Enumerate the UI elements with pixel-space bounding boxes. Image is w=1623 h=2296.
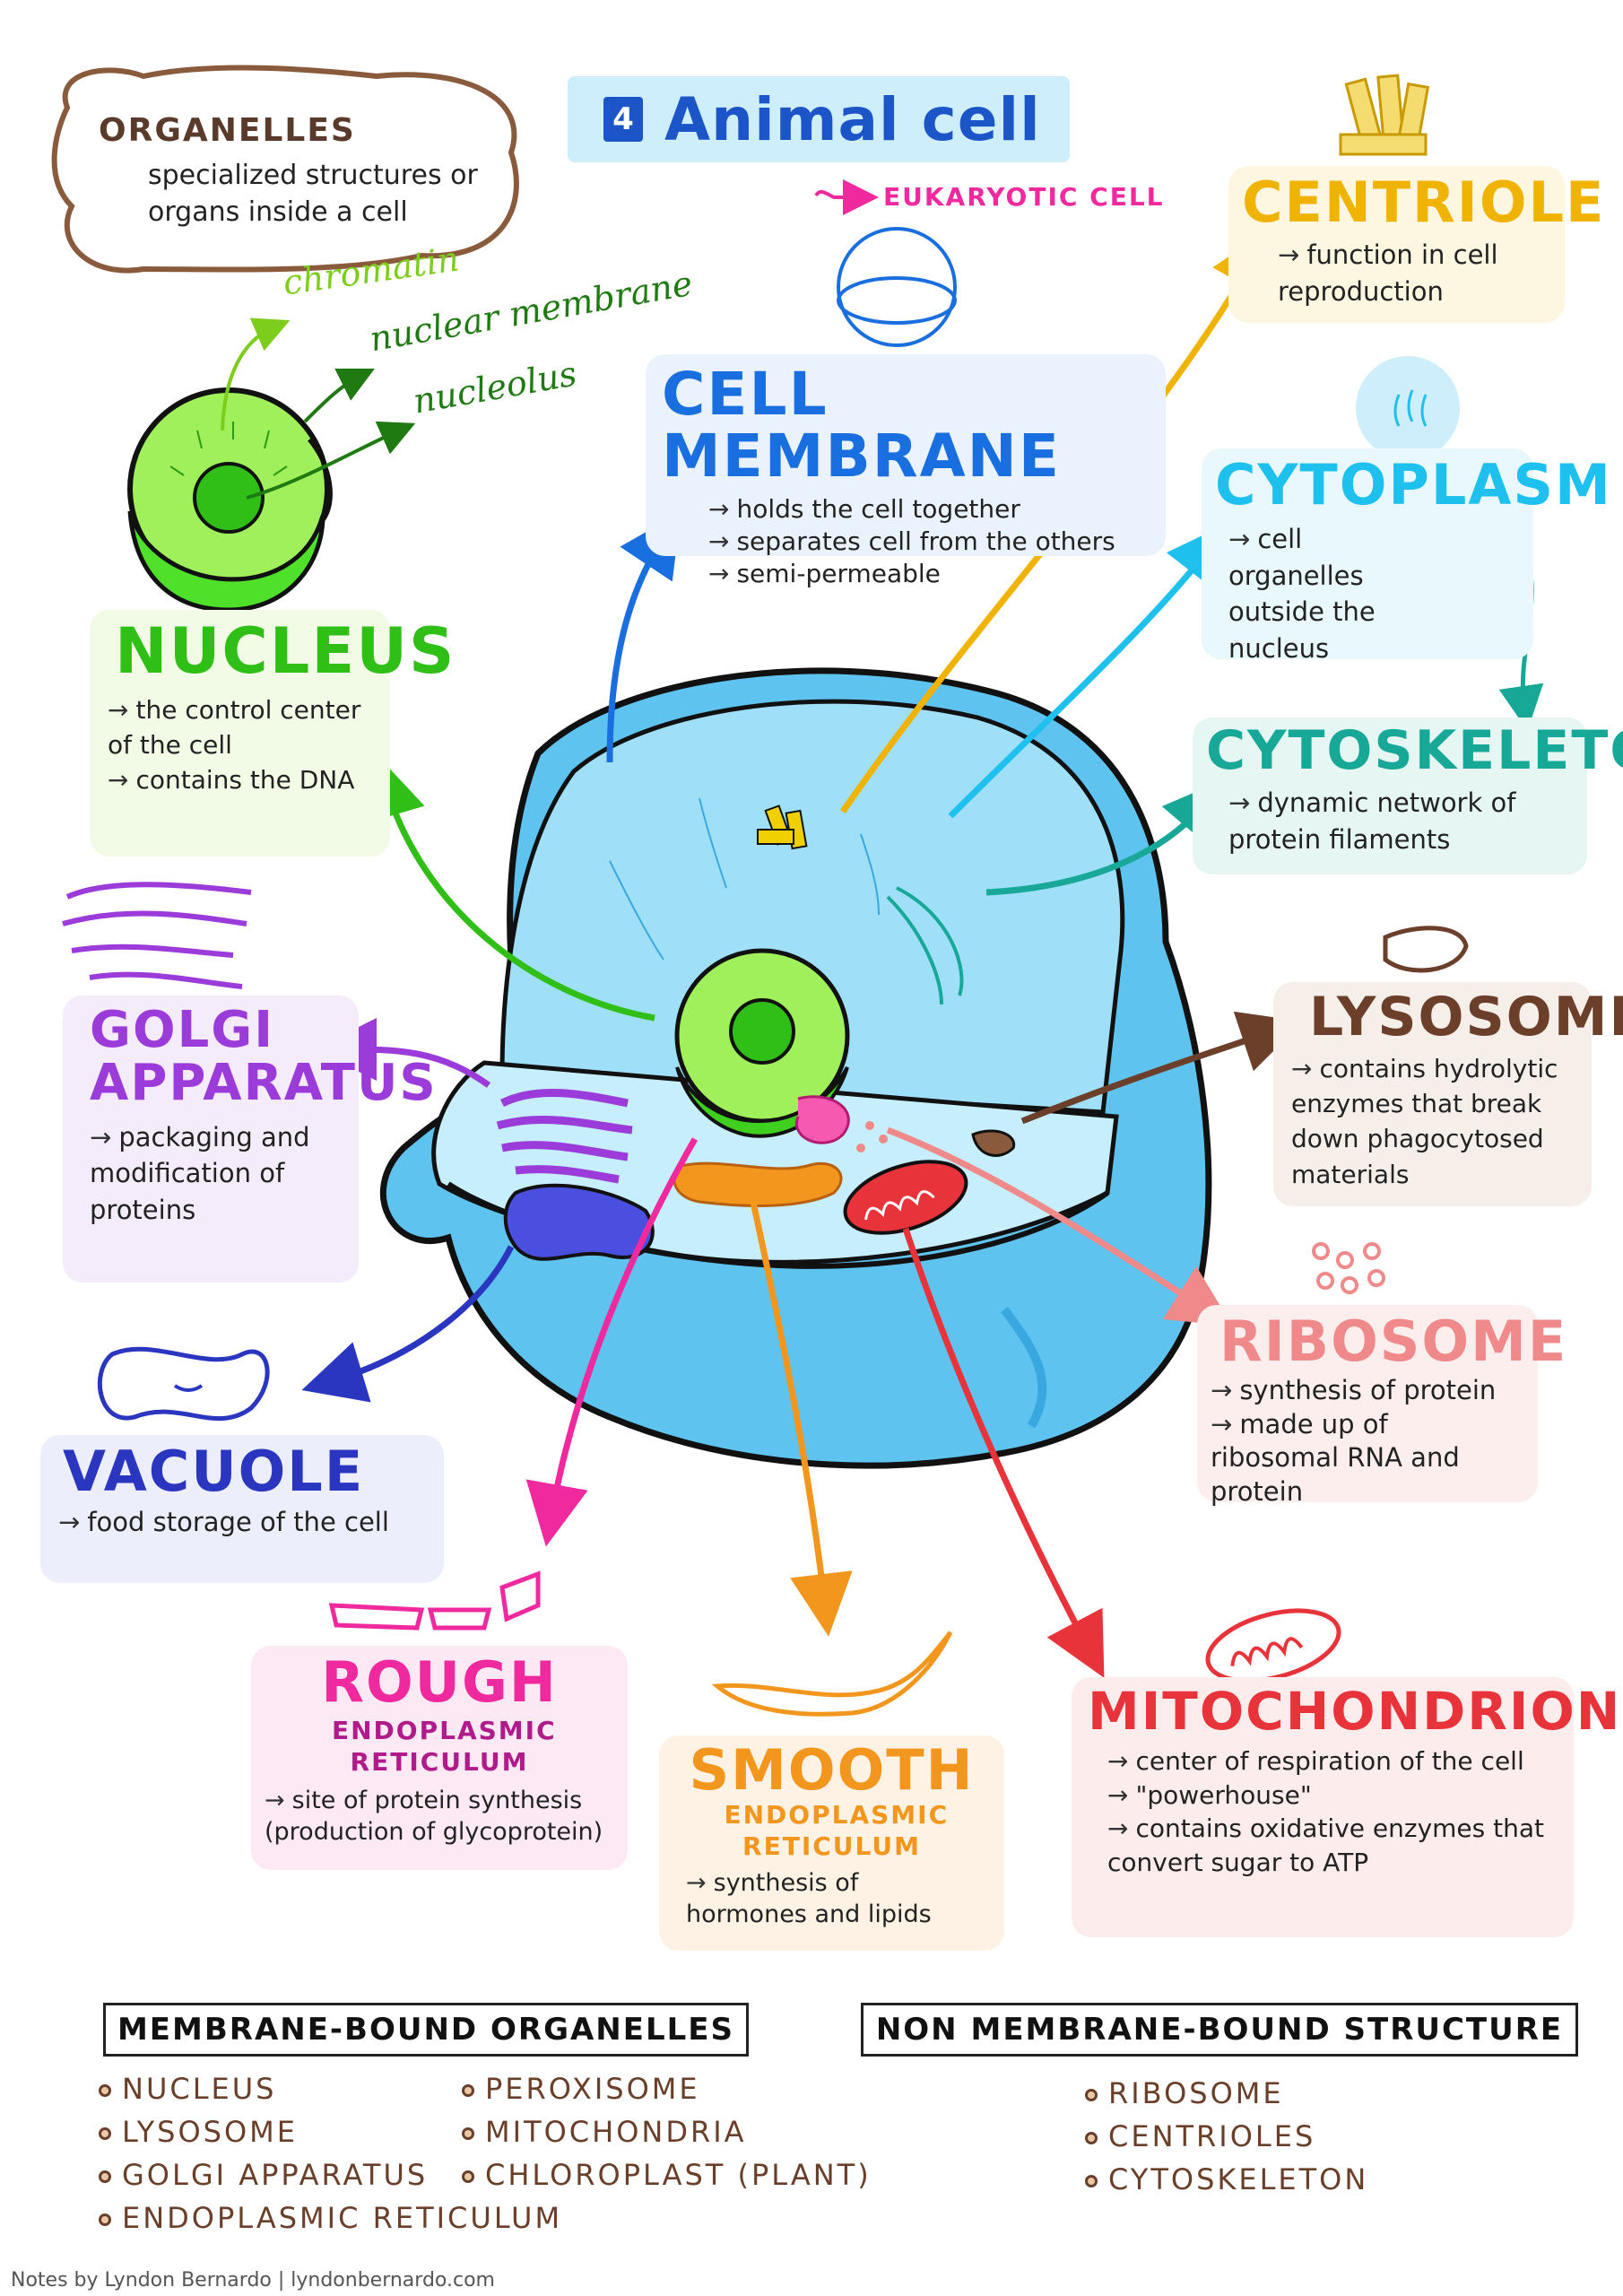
cell-membrane-desc-2: →separates cell from the others — [708, 526, 1115, 556]
non-membrane-bound-list: RIBOSOME CENTRIOLES CYTOSKELETON — [1085, 2072, 1368, 2201]
mitochondrion-heading: MITOCHONDRION — [1088, 1681, 1622, 1742]
cell-membrane-card: CELL MEMBRANE →holds the cell together →… — [646, 354, 1166, 588]
list-item: NUCLEUS — [99, 2067, 562, 2110]
cell-membrane-desc-3: →semi-permeable — [708, 559, 941, 589]
nucleus-sketch — [127, 387, 333, 613]
list-item: CHLOROPLAST (PLANT) — [462, 2153, 872, 2196]
vacuole-card: VACUOLE →food storage of the cell — [40, 1435, 444, 1583]
golgi-desc: →packaging and modification of proteins — [90, 1121, 310, 1225]
rough-er-subheading: ENDOPLASMIC RETICULUM — [332, 1716, 557, 1778]
ribosome-sketch — [1312, 1242, 1385, 1294]
list-item: MITOCHONDRIA — [462, 2110, 872, 2153]
cytoplasm-heading: CYTOPLASM — [1215, 452, 1612, 517]
nucleus-desc-1: →the control center of the cell — [108, 694, 361, 760]
page-title: Animal cell — [664, 84, 1041, 154]
eukaryotic-label: EUKARYOTIC CELL — [883, 182, 1165, 212]
animal-cell-illustration — [379, 667, 1212, 1469]
cytoplasm-card: CYTOPLASM →cell organelles outside the n… — [1202, 448, 1612, 664]
smooth-er-desc: →synthesis of hormones and lipids — [686, 1869, 932, 1929]
organelles-note-outline — [51, 65, 519, 274]
list-item: CENTRIOLES — [1085, 2115, 1368, 2158]
list-item: LYSOSOME — [99, 2110, 562, 2153]
centriole-sketch — [1339, 74, 1430, 156]
vacuole-desc: →food storage of the cell — [58, 1507, 389, 1538]
footer-credit: Notes by Lyndon Bernardo | lyndonbernard… — [11, 2269, 495, 2292]
organelles-note: ORGANELLES specialized structures or org… — [99, 112, 502, 230]
mitochondrion-desc-2: →"powerhouse" — [1107, 1779, 1312, 1810]
rough-er-desc: →site of protein synthesis (production o… — [265, 1787, 603, 1847]
list-item: ENDOPLASMIC RETICULUM — [99, 2196, 562, 2239]
ribosome-desc-2: →made up of ribosomal RNA and protein — [1211, 1408, 1460, 1508]
centriole-heading: CENTRIOLE — [1242, 170, 1606, 235]
ribosome-desc-1: →synthesis of protein — [1211, 1375, 1497, 1406]
rough-er-heading: ROUGH — [321, 1649, 558, 1715]
title-banner: 4 Animal cell — [568, 76, 1070, 162]
list-item: GOLGI APPARATUS — [99, 2153, 562, 2196]
vacuole-sketch — [97, 1346, 270, 1422]
membrane-bound-heading: MEMBRANE-BOUND ORGANELLES — [103, 2003, 749, 2057]
golgi-heading: GOLGI APPARATUS — [90, 1001, 438, 1112]
smooth-er-heading: SMOOTH — [689, 1737, 975, 1803]
cell-membrane-desc-1: →holds the cell together — [708, 493, 1020, 524]
nucleus-card: NUCLEUS →the control center of the cell … — [90, 610, 456, 857]
cytoskeleton-desc: →dynamic network of protein filaments — [1228, 787, 1516, 855]
mitochondrion-card: MITOCHONDRION →center of respiration of … — [1072, 1677, 1622, 1937]
mitochondrion-desc-3: →contains oxidative enzymes that convert… — [1107, 1813, 1544, 1878]
golgi-sketch — [62, 882, 252, 989]
lysosome-card: LYSOSOME →contains hydrolytic enzymes th… — [1273, 982, 1623, 1206]
membrane-bound-col2: PEROXISOME MITOCHONDRIA CHLOROPLAST (PLA… — [462, 2067, 872, 2196]
vacuole-heading: VACUOLE — [63, 1439, 365, 1504]
golgi-card: GOLGI APPARATUS →packaging and modificat… — [63, 996, 438, 1283]
lysosome-desc: →contains hydrolytic enzymes that break … — [1291, 1054, 1558, 1189]
smooth-er-card: SMOOTH ENDOPLASMIC RETICULUM →synthesis … — [659, 1735, 1004, 1951]
non-membrane-bound-heading: NON MEMBRANE-BOUND STRUCTURE — [861, 2003, 1578, 2057]
lysosome-heading: LYSOSOME — [1309, 986, 1623, 1048]
organelles-note-text: specialized structures or organs inside … — [148, 160, 478, 228]
membrane-bound-col1: NUCLEUS LYSOSOME GOLGI APPARATUS ENDOPLA… — [99, 2067, 562, 2239]
ribosome-card: RIBOSOME →synthesis of protein →made up … — [1197, 1305, 1568, 1507]
centriole-desc: →function in cell reproduction — [1278, 239, 1498, 307]
lysosome-sketch — [1383, 926, 1469, 973]
smooth-er-subheading: ENDOPLASMIC RETICULUM — [724, 1800, 950, 1862]
ribosome-heading: RIBOSOME — [1219, 1309, 1568, 1374]
mitochondrion-sketch — [1205, 1608, 1341, 1683]
cell-membrane-sketch — [837, 227, 957, 347]
cytoskeleton-heading: CYTOSKELETON — [1206, 719, 1623, 782]
cell-membrane-heading: CELL MEMBRANE — [662, 360, 1061, 491]
cytoplasm-desc: →cell organelles outside the nucleus — [1228, 524, 1376, 664]
smooth-er-sketch — [711, 1631, 953, 1717]
title-number-badge: 4 — [603, 97, 643, 142]
list-item: PEROXISOME — [462, 2067, 872, 2110]
rough-er-sketch — [328, 1570, 541, 1631]
cytoskeleton-card: CYTOSKELETON →dynamic network of protein… — [1193, 718, 1623, 874]
rough-er-card: ROUGH ENDOPLASMIC RETICULUM →site of pro… — [251, 1646, 628, 1870]
nucleus-desc-2: →contains the DNA — [108, 764, 355, 795]
list-item: CYTOSKELETON — [1085, 2158, 1368, 2201]
organelles-note-heading: ORGANELLES — [99, 112, 356, 149]
mitochondrion-desc-1: →center of respiration of the cell — [1107, 1745, 1524, 1776]
list-item: RIBOSOME — [1085, 2072, 1368, 2115]
centriole-card: CENTRIOLE →function in cell reproduction — [1228, 166, 1606, 323]
nucleus-heading: NUCLEUS — [115, 614, 456, 688]
